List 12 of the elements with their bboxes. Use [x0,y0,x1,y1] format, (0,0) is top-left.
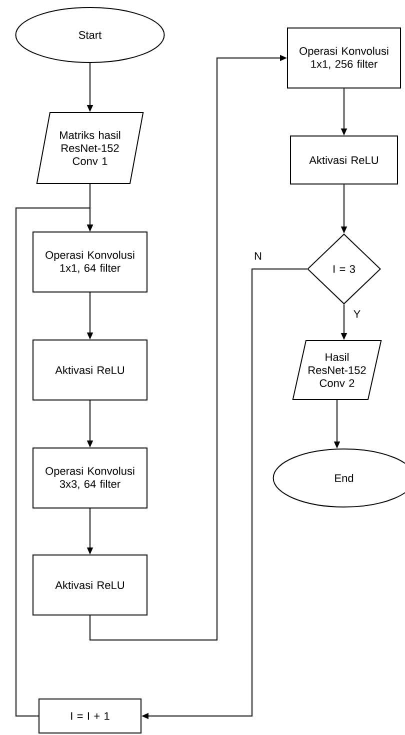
input-parallelogram: Matriks hasil ResNet-152 Conv 1 [36,112,144,184]
process-box: Aktivasi ReLU [32,554,148,616]
process-box: I = I + 1 [38,698,142,734]
edge-label: Y [352,309,362,319]
arrow [16,208,94,716]
output-parallelogram: Hasil ResNet-152 Conv 2 [292,340,382,400]
edge-label: N [253,251,263,261]
process-box: Operasi Konvolusi 1x1, 256 filter [287,28,401,88]
process-box: Operasi Konvolusi 3x3, 64 filter [32,448,148,508]
process-box: Aktivasi ReLU [32,340,148,400]
process-box: Operasi Konvolusi 1x1, 64 filter [32,232,148,292]
process-box: Aktivasi ReLU [290,136,398,184]
